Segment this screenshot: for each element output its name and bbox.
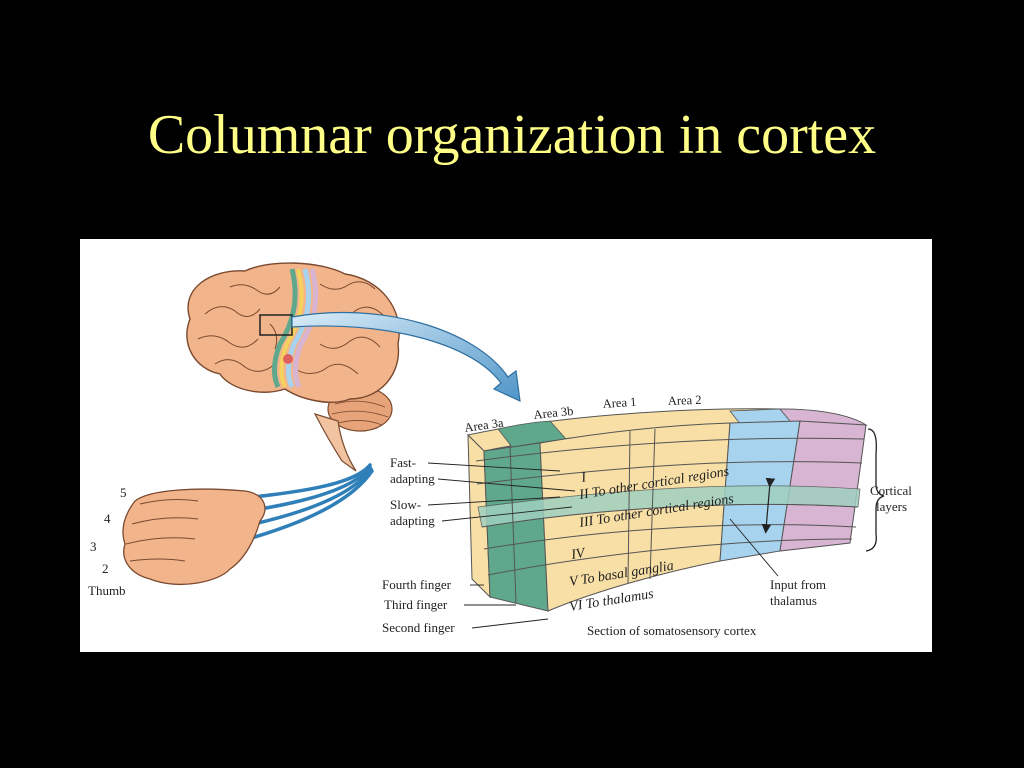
slow-adapting-line2: adapting [390, 513, 435, 528]
cortical-layers-line2: layers [876, 499, 907, 514]
cortical-layers-line1: Cortical [870, 483, 912, 498]
finger-label-4: 4 [104, 511, 111, 526]
figure-caption: Section of somatosensory cortex [587, 623, 757, 638]
thalamus-label: thalamus [770, 593, 817, 608]
brain-illustration [186, 262, 521, 472]
fourth-finger-label: Fourth finger [382, 577, 452, 592]
fast-adapting-line2: adapting [390, 471, 435, 486]
posterior-column [779, 420, 867, 552]
layer-label-i: I [579, 470, 588, 486]
area-label-3a: Area 3a [463, 416, 504, 435]
cortical-layers-brace [865, 428, 885, 552]
slow-adapting-line1: Slow- [390, 497, 421, 512]
area-label-2: Area 2 [668, 393, 702, 408]
cortex-block [467, 408, 885, 612]
finger-label-thumb: Thumb [88, 583, 126, 598]
area-labels: Area 3a Area 3b Area 1 Area 2 [463, 393, 701, 435]
second-finger-label: Second finger [382, 620, 455, 635]
finger-section-labels: Fourth finger Third finger Second finger [382, 577, 549, 635]
finger-number-labels: 5 4 3 2 Thumb [88, 485, 127, 598]
fast-adapting-line1: Fast- [390, 455, 416, 470]
input-from-label: Input from [770, 577, 826, 592]
layer-label-iv: IV [569, 546, 587, 563]
area-label-1: Area 1 [602, 395, 637, 411]
area-label-3b: Area 3b [533, 404, 574, 422]
finger-label-3: 3 [90, 539, 97, 554]
hand-illustration [122, 488, 266, 586]
slide-title: Columnar organization in cortex [147, 104, 877, 166]
finger-label-2: 2 [102, 561, 109, 576]
adapting-labels: Fast- adapting Slow- adapting [390, 455, 576, 528]
diagram-svg: 5 4 3 2 Thumb [88, 262, 912, 638]
brainstem [313, 413, 357, 472]
somatosensory-figure: 5 4 3 2 Thumb [80, 239, 932, 652]
zoom-arrow [291, 311, 521, 403]
finger-label-5: 5 [120, 485, 127, 500]
third-finger-label: Third finger [384, 597, 448, 612]
